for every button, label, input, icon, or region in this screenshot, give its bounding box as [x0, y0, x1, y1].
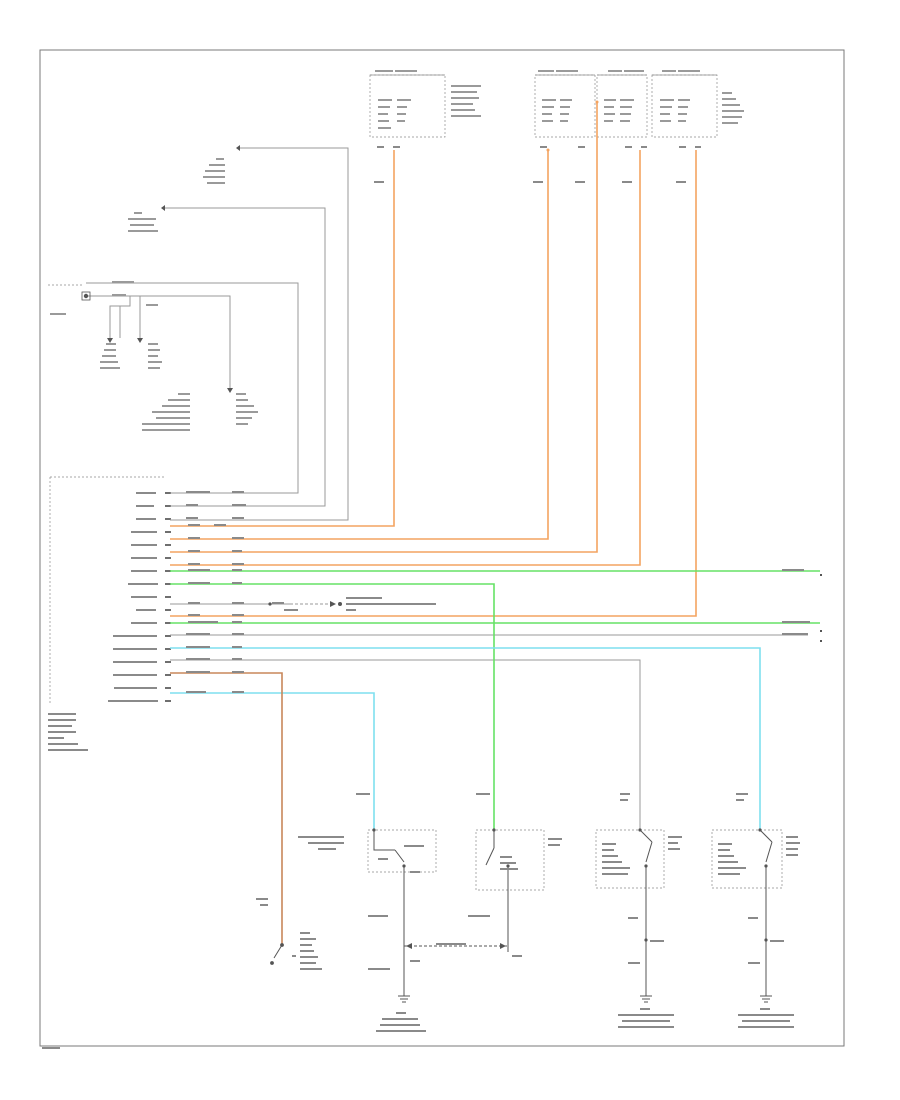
top-fuse-block-2	[534, 70, 596, 138]
green-wire-labels	[188, 569, 810, 795]
gray-row-wires	[170, 492, 808, 830]
connector-icon	[81, 291, 91, 301]
ground-icon	[398, 990, 410, 1003]
cyan-wire-labels	[186, 646, 748, 801]
switch-module-c	[595, 828, 682, 990]
switch-icon	[270, 943, 284, 965]
ground-icon-d	[760, 990, 772, 1003]
orange-wire-labels	[188, 524, 244, 616]
gray-row-labels	[186, 491, 808, 801]
switch-module-b	[468, 828, 562, 957]
top-pin-labels	[374, 146, 701, 183]
switch-module-a	[298, 828, 437, 990]
ground-label-c	[618, 1008, 674, 1028]
ground-label-d	[738, 1008, 794, 1028]
switch-module-d	[711, 828, 800, 990]
mid-connector	[268, 601, 342, 607]
arrow-right-icon	[330, 601, 336, 607]
orange-wires	[170, 102, 697, 617]
top-fuse-block-1	[369, 70, 481, 138]
upper-left-labels	[50, 158, 258, 431]
ground-icon-c	[640, 990, 652, 1003]
upper-feed-wire-labels	[112, 281, 158, 306]
green-wires	[170, 570, 820, 830]
diagram-border	[39, 49, 845, 1047]
footer-code-mark	[42, 1047, 60, 1049]
module-a-b-link	[404, 943, 508, 949]
top-fuse-block-4	[651, 70, 744, 138]
feed-arrowheads	[107, 145, 240, 393]
brown-switch-label	[292, 932, 322, 970]
module-pin-numbers	[165, 492, 171, 702]
top-fuse-block-3	[596, 70, 648, 138]
ground-label-a	[376, 1012, 426, 1032]
cyan-wires	[170, 647, 761, 830]
splice-icon	[83, 293, 89, 299]
gray-feed-wires-upper	[86, 147, 349, 521]
right-edge-markers	[820, 574, 822, 642]
mid-connector-labels	[346, 597, 436, 611]
module-pin-labels-left	[48, 492, 158, 751]
brown-wire-labels	[186, 671, 268, 906]
orange-wire-splices	[546, 100, 599, 152]
